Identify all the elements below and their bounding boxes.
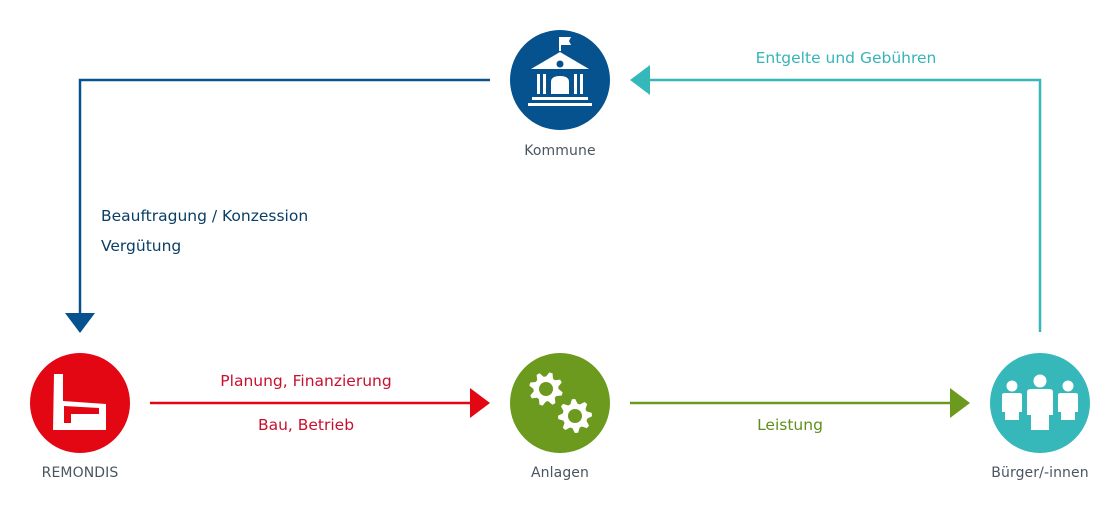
node-remondis bbox=[30, 353, 130, 453]
node-label-buerger: Bürger/-innen bbox=[991, 465, 1089, 481]
node-label-remondis: REMONDIS bbox=[41, 465, 119, 481]
node-label-kommune: Kommune bbox=[524, 143, 596, 159]
connector-line bbox=[648, 78, 1042, 332]
flow-label-planung: Planung, Finanzierung bbox=[220, 372, 392, 390]
node-kommune bbox=[510, 30, 610, 130]
arrow-head-right bbox=[470, 388, 490, 418]
flow-label-beauftragung: Beauftragung / Konzession bbox=[101, 207, 309, 225]
flow-label-entgelte: Entgelte und Gebühren bbox=[755, 49, 937, 67]
connector-remondis-to-anlagen bbox=[150, 388, 490, 418]
arrow-head-right bbox=[950, 388, 970, 418]
connector-kommune-to-remondis bbox=[65, 78, 490, 333]
gear-hole bbox=[568, 409, 582, 423]
gears-icon bbox=[529, 372, 592, 433]
arrow-head-down bbox=[65, 313, 95, 333]
node-anlagen bbox=[510, 353, 610, 453]
node-buerger bbox=[990, 353, 1090, 453]
flow-label-verguetung: Vergütung bbox=[101, 237, 182, 255]
node-label-anlagen: Anlagen bbox=[531, 465, 589, 481]
flow-label-leistung: Leistung bbox=[757, 416, 823, 434]
flow-label-bau: Bau, Betrieb bbox=[257, 416, 355, 434]
connector-line bbox=[78, 78, 490, 314]
factory-icon bbox=[53, 374, 106, 430]
node-circle bbox=[510, 353, 610, 453]
town-hall-icon bbox=[528, 37, 592, 106]
people-group-icon bbox=[1002, 374, 1078, 430]
connector-buerger-to-kommune bbox=[630, 65, 1042, 332]
connector-anlagen-to-buerger bbox=[630, 388, 970, 418]
gear-hole bbox=[539, 382, 553, 396]
arrow-head-left bbox=[630, 65, 650, 95]
